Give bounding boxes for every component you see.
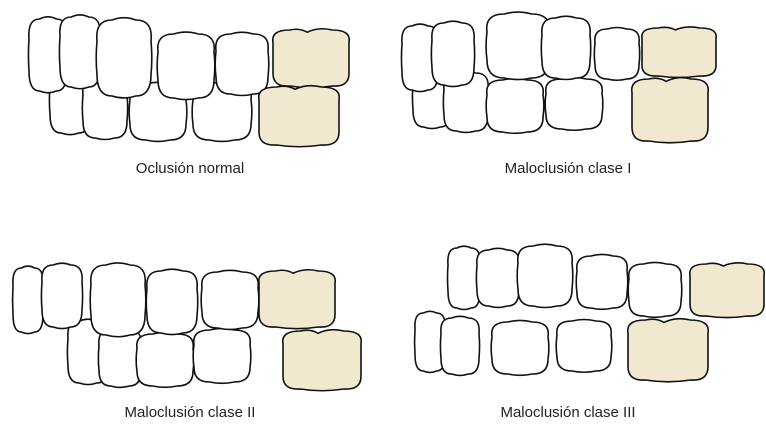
caption-class-i: Maloclusión clase I <box>505 160 632 177</box>
upper-tooth-3 <box>576 254 628 309</box>
upper-tooth-2 <box>96 18 152 98</box>
upper-first-molar <box>259 270 335 329</box>
upper-tooth-4 <box>215 32 269 95</box>
upper-first-molar <box>273 29 349 88</box>
lower-tooth-2 <box>136 332 194 387</box>
upper-tooth-4 <box>628 262 682 317</box>
upper-tooth-1 <box>476 248 519 307</box>
lower-tooth-2 <box>491 320 549 375</box>
lower-tooth-1 <box>440 316 479 375</box>
upper-tooth-2 <box>486 12 550 80</box>
lower-first-molar <box>628 319 709 382</box>
panel-normal-occlusion <box>28 15 349 147</box>
upper-tooth-3 <box>541 16 590 79</box>
upper-tooth-3 <box>146 269 198 334</box>
upper-tooth-1 <box>41 263 82 328</box>
lower-tooth-3 <box>556 320 612 373</box>
upper-tooth-3 <box>157 32 215 100</box>
panel-class-ii <box>13 263 362 391</box>
lower-tooth-3 <box>193 328 251 383</box>
caption-class-iii: Maloclusión clase III <box>500 404 635 421</box>
lower-tooth-3 <box>545 78 603 131</box>
lower-first-molar <box>259 86 340 147</box>
upper-first-molar <box>642 27 716 78</box>
panel-class-i <box>401 12 716 143</box>
upper-tooth-0 <box>448 246 481 309</box>
lower-first-molar <box>632 78 708 143</box>
lower-first-molar <box>283 330 362 391</box>
upper-tooth-2 <box>517 244 573 307</box>
lower-tooth-2 <box>486 78 544 133</box>
upper-tooth-4 <box>594 28 639 81</box>
upper-tooth-0 <box>13 266 44 334</box>
caption-class-ii: Maloclusión clase II <box>125 404 256 421</box>
upper-tooth-1 <box>59 15 100 89</box>
caption-normal-occlusion: Oclusión normal <box>136 160 244 177</box>
upper-tooth-2 <box>90 263 146 337</box>
panel-class-iii <box>415 244 765 382</box>
upper-tooth-1 <box>431 21 474 86</box>
upper-first-molar <box>690 263 764 318</box>
upper-tooth-4 <box>201 270 259 329</box>
